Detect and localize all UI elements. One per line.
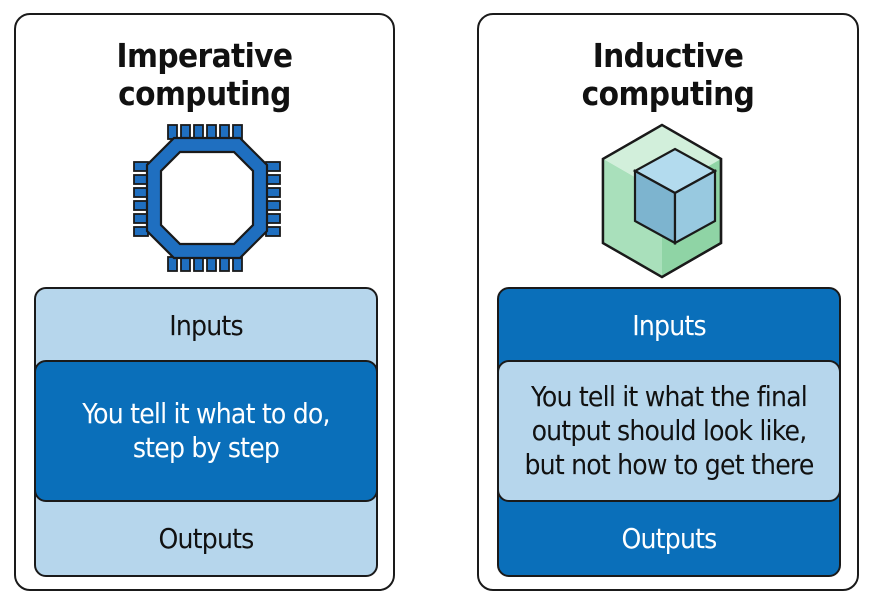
instruction-box: You tell it what to do, step by step: [34, 360, 378, 502]
imperative-computing-panel: Imperative computing Inputs Outputs: [14, 13, 395, 591]
cpu-chip-icon: [133, 124, 281, 272]
inductive-computing-panel: Inductive computing Inputs Outputs You t…: [477, 13, 859, 591]
panel-title: Imperative computing: [116, 36, 294, 113]
nested-cube-hexagon-icon: [601, 123, 723, 279]
process-stack: Inputs Outputs You tell it what to do, s…: [34, 287, 378, 577]
process-stack: Inputs Outputs You tell it what the fina…: [497, 287, 841, 577]
instruction-box: You tell it what the final output should…: [497, 360, 841, 502]
panel-title: Inductive computing: [581, 36, 755, 113]
